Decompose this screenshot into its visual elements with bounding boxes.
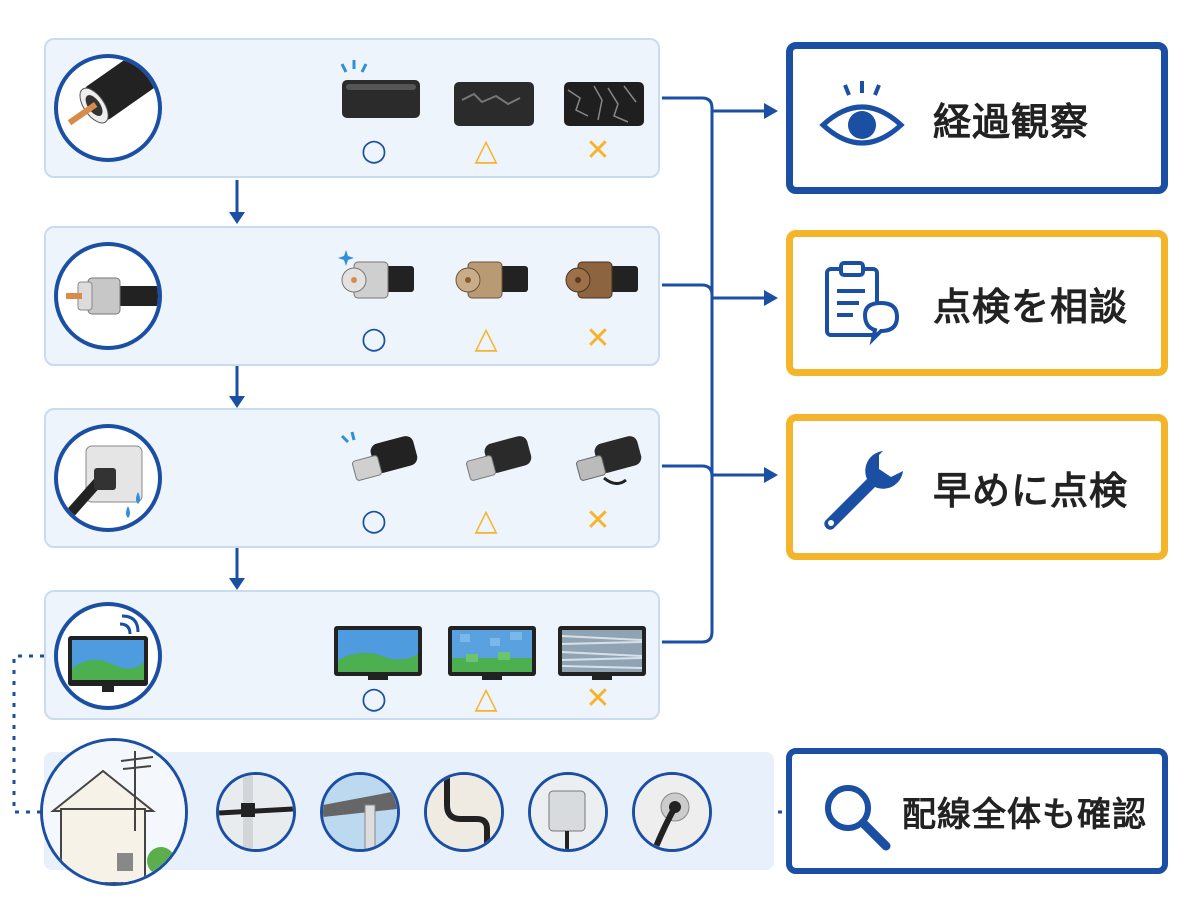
row-screen-panel: ○ △ ✕ [44,590,660,720]
tv-signal-icon [54,602,162,710]
clipboard-chat-icon [825,261,900,346]
mark-bad: ✕ [585,133,611,168]
cable-jacket-cracked-icon [454,82,534,126]
mark-warn: △ [474,503,498,538]
down-arrows [229,180,245,590]
house-antenna-icon [40,738,188,886]
wall-bend-icon [424,772,504,852]
result-trunk [662,96,766,644]
tv-clear-icon [334,626,422,680]
result-label: 配線全体も確認 [902,794,1147,835]
result-label: 点検を相談 [933,284,1129,329]
boot-good-icon [340,431,418,481]
mark-warn: △ [474,681,498,716]
eye-icon [819,81,905,146]
magnifier-icon [825,785,891,851]
mark-bad: ✕ [585,503,611,538]
mark-bad: ✕ [585,321,611,356]
result-arrowheads [764,103,778,483]
mark-good: ○ [360,503,388,538]
junction-box-icon [528,772,608,852]
tv-noise-icon [558,626,646,680]
result-early: 早めに点検 [786,414,1168,560]
result-label: 経過観察 [933,99,1090,144]
row-cable-panel: ○ △ ✕ [44,38,660,178]
result-whole: 配線全体も確認 [786,748,1168,874]
boot-worn-icon [466,436,532,481]
connector-corroded-icon [565,261,638,299]
wall-outlet-water-icon [54,424,162,532]
mark-bad: ✕ [585,681,611,716]
gutter-route-icon [320,772,400,852]
result-observe: 経過観察 [786,42,1168,194]
boot-damaged-icon [576,436,642,485]
mark-warn: △ [474,321,498,356]
cable-clamp-icon [216,772,296,852]
result-label: 早めに点検 [933,468,1129,513]
connector-tarnished-icon [455,261,528,299]
tv-pixelated-icon [448,626,536,680]
coax-cable-icon [54,54,162,162]
mark-good: ○ [360,681,388,716]
mark-good: ○ [360,321,388,356]
cable-jacket-degraded-icon [564,82,644,126]
cable-jacket-good-icon [340,60,420,118]
wall-entry-icon [632,772,712,852]
mark-warn: △ [474,133,498,168]
mark-good: ○ [360,133,388,168]
row-connector-panel: ○ △ ✕ [44,226,660,366]
row-waterproof-panel: ○ △ ✕ [44,408,660,548]
result-consult: 点検を相談 [786,230,1168,376]
wrench-icon [824,451,903,530]
f-connector-icon [54,242,162,350]
connector-clean-icon [338,250,414,299]
